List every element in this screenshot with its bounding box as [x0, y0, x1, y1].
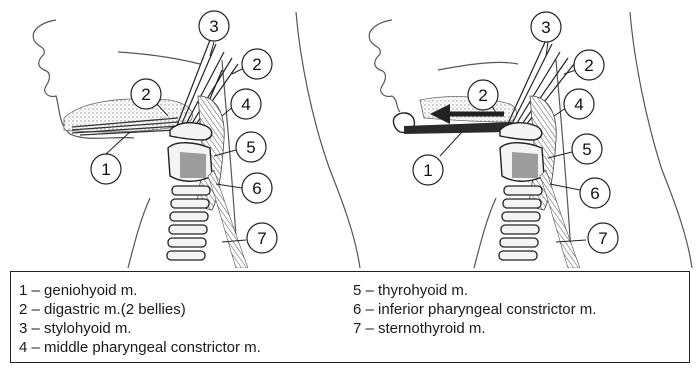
legend-box: 1 – geniohyoid m. 2 – digastric m.(2 bel…	[10, 271, 690, 363]
hyoid-bone-right	[500, 123, 542, 140]
svg-text:2: 2	[478, 86, 487, 105]
callout-right-5: 5	[572, 134, 602, 164]
callout-left-6: 6	[242, 173, 272, 203]
callout-right-7: 7	[588, 223, 618, 253]
svg-text:6: 6	[252, 179, 261, 198]
svg-text:4: 4	[574, 95, 583, 114]
svg-text:7: 7	[598, 229, 607, 248]
tongue-right	[420, 97, 517, 122]
anatomy-figure: 1 2 3 2 4 5 6 7	[0, 0, 700, 268]
larynx-shading-right	[512, 152, 538, 178]
callout-left-4: 4	[231, 89, 261, 119]
hyoid-bone-left	[170, 123, 212, 140]
callout-left-7: 7	[247, 223, 277, 253]
callout-left-3: 3	[199, 11, 229, 41]
svg-text:3: 3	[209, 17, 218, 36]
legend-item-6: 6 – inferior pharyngeal constrictor m.	[353, 301, 596, 319]
larynx-shading-left	[180, 152, 206, 178]
svg-text:7: 7	[257, 229, 266, 248]
callout-left-1: 1	[91, 154, 121, 184]
svg-text:1: 1	[423, 161, 432, 180]
callout-left-2b: 2	[242, 49, 272, 79]
callout-right-4: 4	[564, 89, 594, 119]
svg-text:5: 5	[246, 138, 255, 157]
svg-text:3: 3	[541, 18, 550, 37]
geniohyoid-muscle-right	[404, 122, 512, 134]
left-panel: 1 2 3 2 4 5 6 7	[33, 11, 360, 268]
legend-item-5: 5 – thyrohyoid m.	[353, 282, 468, 300]
callout-right-6: 6	[580, 178, 610, 208]
right-panel: 1 2 3 2 4 5 6 7	[369, 12, 692, 268]
callout-left-5: 5	[236, 132, 266, 162]
svg-text:2: 2	[252, 55, 261, 74]
callout-right-3: 3	[531, 12, 561, 42]
legend-item-1: 1 – geniohyoid m.	[19, 282, 137, 300]
svg-text:5: 5	[582, 140, 591, 159]
svg-text:4: 4	[241, 95, 250, 114]
legend-item-2: 2 – digastric m.(2 bellies)	[19, 301, 186, 319]
callout-right-2b: 2	[574, 50, 604, 80]
callout-right-1: 1	[413, 155, 443, 185]
legend-item-4: 4 – middle pharyngeal constrictor m.	[19, 339, 261, 357]
svg-text:2: 2	[584, 56, 593, 75]
legend-item-7: 7 – sternothyroid m.	[353, 320, 486, 338]
svg-text:6: 6	[590, 184, 599, 203]
sternothyroid-muscle-right	[540, 170, 580, 268]
svg-text:1: 1	[101, 160, 110, 179]
svg-text:2: 2	[141, 85, 150, 104]
callout-right-2a: 2	[468, 80, 498, 110]
callout-left-2a: 2	[131, 79, 161, 109]
legend-item-3: 3 – stylohyoid m.	[19, 320, 132, 338]
